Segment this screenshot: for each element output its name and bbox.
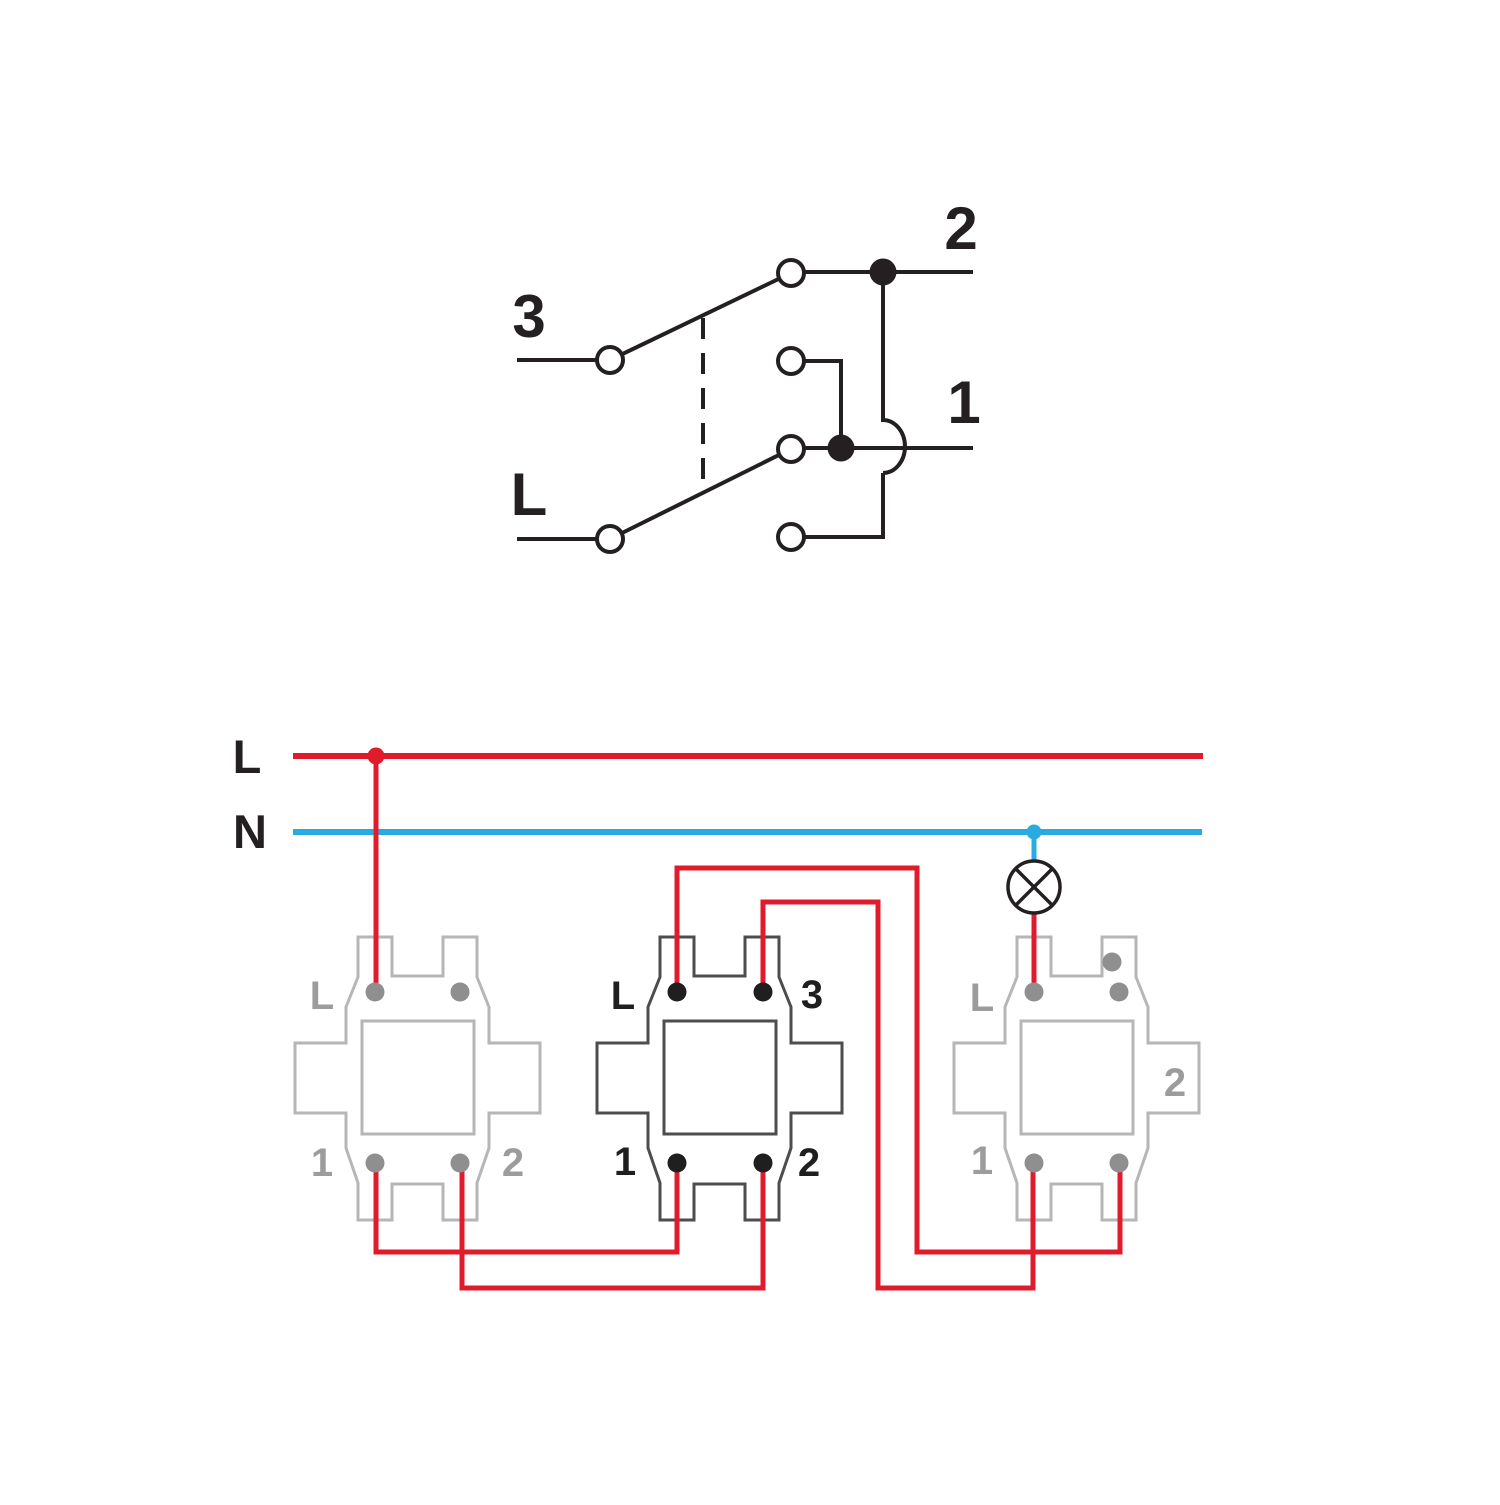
installation-diagram: L N: [233, 730, 1203, 1291]
schematic-elbow-upper: [791, 359, 843, 448]
schematic-label-1: 1: [947, 369, 980, 436]
right-module-labels: L 1 2: [970, 976, 1186, 1183]
left-terminal-l: [365, 982, 385, 1002]
middle-label-1: 1: [614, 1140, 636, 1184]
middle-terminal-1: [667, 1153, 687, 1173]
right-terminal-2: [1109, 1153, 1129, 1173]
right-module-terminals: [1024, 952, 1129, 1173]
node-2: [869, 258, 897, 286]
middle-terminal-l: [667, 982, 687, 1002]
middle-label-l: L: [611, 974, 635, 1018]
terminal-circle-upper-mid: [776, 346, 806, 376]
wire-middle-l-to-right-2: [674, 865, 1123, 1255]
wire-left-2-to-middle-2: [459, 1163, 766, 1291]
left-label-l: L: [310, 974, 334, 1018]
right-label-2: 2: [1164, 1061, 1186, 1105]
middle-module-terminals: [667, 982, 773, 1173]
middle-terminal-2: [753, 1153, 773, 1173]
left-module-terminals: [365, 982, 470, 1173]
left-label-1: 1: [311, 1141, 333, 1185]
right-label-l: L: [970, 976, 994, 1020]
lamp-cross-stroke-2: [1014, 867, 1054, 907]
right-terminal-1: [1024, 1153, 1044, 1173]
schematic-elbow-lower: [791, 473, 885, 539]
live-bus-junction-dot: [367, 747, 385, 765]
internal-schematic: 3 L 2 1: [511, 195, 981, 554]
neutral-bus-junction-dot: [1026, 824, 1042, 840]
terminal-circle-bottom: [776, 522, 806, 552]
right-label-1: 1: [971, 1139, 993, 1183]
left-module-labels: L 1 2: [310, 974, 524, 1185]
wire-left-1-to-middle-1: [373, 1163, 680, 1255]
live-bus-label: L: [233, 730, 262, 783]
neutral-bus-label: N: [233, 805, 267, 858]
schematic-label-l: L: [511, 461, 548, 528]
left-terminal-1: [365, 1153, 385, 1173]
terminal-circle-3: [595, 345, 625, 375]
middle-label-2: 2: [798, 1141, 820, 1185]
right-terminal-top-right: [1109, 982, 1129, 1002]
schematic-bridge-wire: [881, 272, 907, 475]
schematic-label-2: 2: [944, 195, 977, 262]
right-terminal-tab: [1102, 952, 1122, 972]
node-1: [827, 434, 855, 462]
middle-module-labels: L 3 1 2: [611, 973, 823, 1185]
middle-terminal-3: [753, 982, 773, 1002]
schematic-blade-upper: [609, 271, 792, 362]
terminal-circle-top: [776, 258, 806, 288]
schematic-blade-lower: [609, 447, 792, 541]
schematic-label-3: 3: [512, 283, 545, 350]
middle-label-3: 3: [801, 973, 823, 1017]
terminal-circle-l: [595, 524, 625, 554]
left-terminal-top-right: [450, 982, 470, 1002]
lamp-circle-cross-icon: [1006, 859, 1062, 915]
terminal-circle-mid: [776, 434, 806, 464]
wire-middle-3-to-right-1: [760, 899, 1036, 1291]
left-label-2: 2: [502, 1141, 524, 1185]
left-terminal-2: [450, 1153, 470, 1173]
right-terminal-l: [1024, 982, 1044, 1002]
